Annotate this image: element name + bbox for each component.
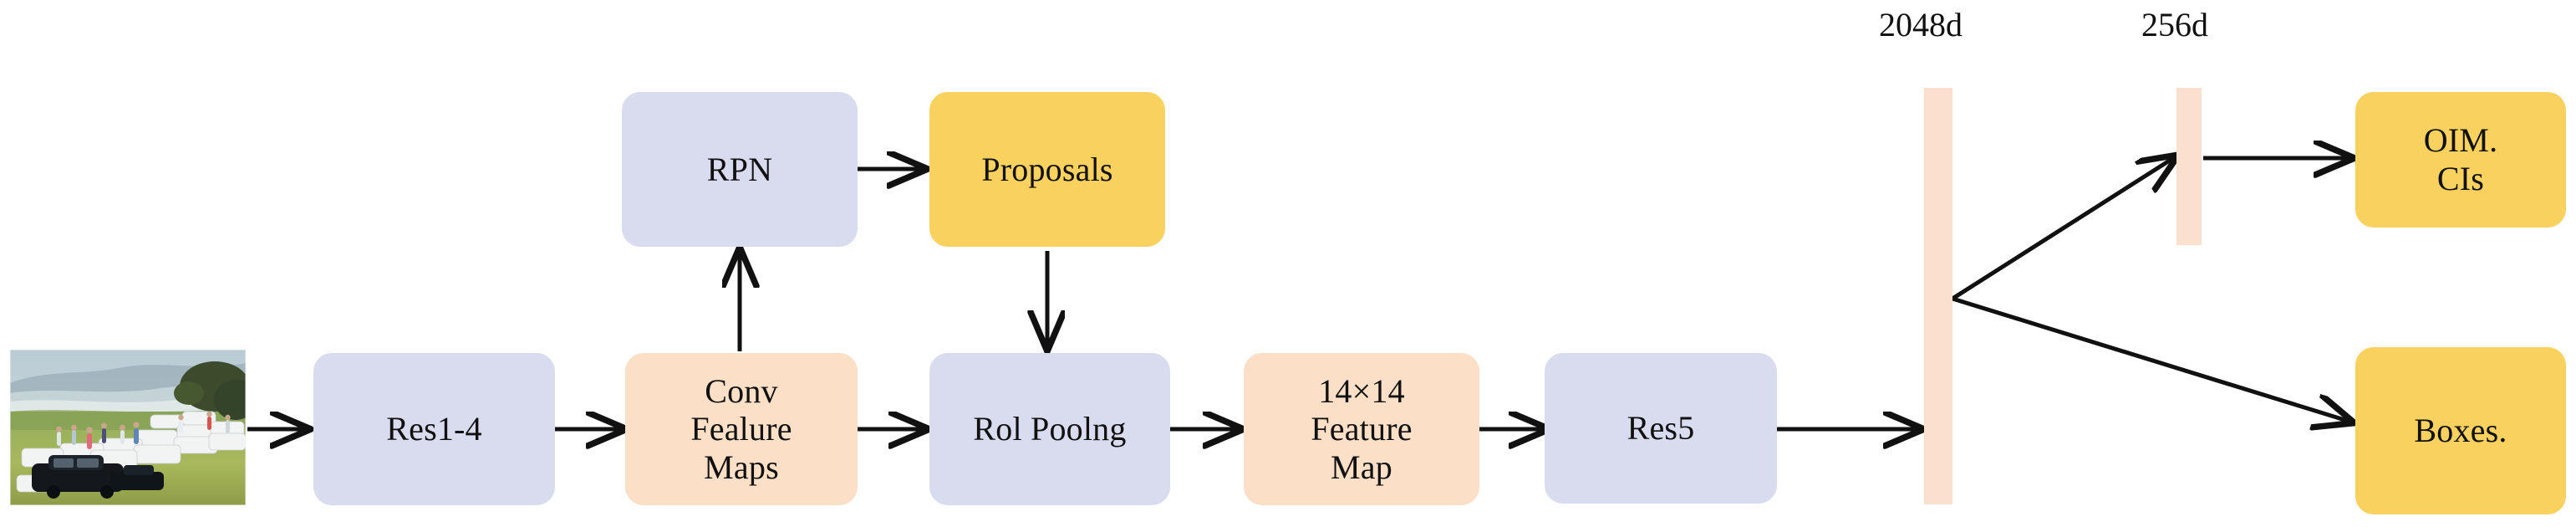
- bar-2048d-label: 2048d: [1879, 6, 1963, 43]
- edge-bar-2048-to-boxes: [1952, 296, 2353, 422]
- node-rpn[interactable]: RPN: [622, 92, 858, 247]
- node-proposals-label: Proposals: [981, 150, 1113, 188]
- node-boxes[interactable]: Boxes.: [2355, 347, 2566, 514]
- node-roi-pooling-label: Rol Poolng: [973, 410, 1127, 448]
- node-res1-4[interactable]: Res1-4: [313, 353, 555, 505]
- bar-2048d: [1924, 88, 1952, 504]
- node-conv-feature-maps[interactable]: Conv Fealure Maps: [625, 353, 858, 505]
- node-res5[interactable]: Res5: [1545, 353, 1777, 504]
- node-feature-map-label: 14×14 Feature Map: [1311, 371, 1413, 486]
- node-roi-pooling[interactable]: Rol Poolng: [929, 353, 1170, 505]
- node-rpn-label: RPN: [706, 150, 773, 188]
- edge-bar-2048-to-bar-256: [1951, 156, 2177, 301]
- node-oim-cis-label: OIM. CIs: [2423, 121, 2498, 197]
- node-res5-label: Res5: [1627, 409, 1695, 448]
- input-image: [10, 350, 246, 505]
- node-conv-feature-maps-label: Conv Fealure Maps: [690, 371, 792, 486]
- node-oim-cis[interactable]: OIM. CIs: [2355, 92, 2566, 228]
- bar-256d: [2176, 88, 2202, 245]
- node-feature-map[interactable]: 14×14 Feature Map: [1244, 353, 1479, 505]
- node-res1-4-label: Res1-4: [386, 410, 482, 448]
- bar-256d-label: 256d: [2141, 6, 2208, 43]
- node-boxes-label: Boxes.: [2414, 412, 2507, 450]
- node-proposals[interactable]: Proposals: [929, 92, 1165, 247]
